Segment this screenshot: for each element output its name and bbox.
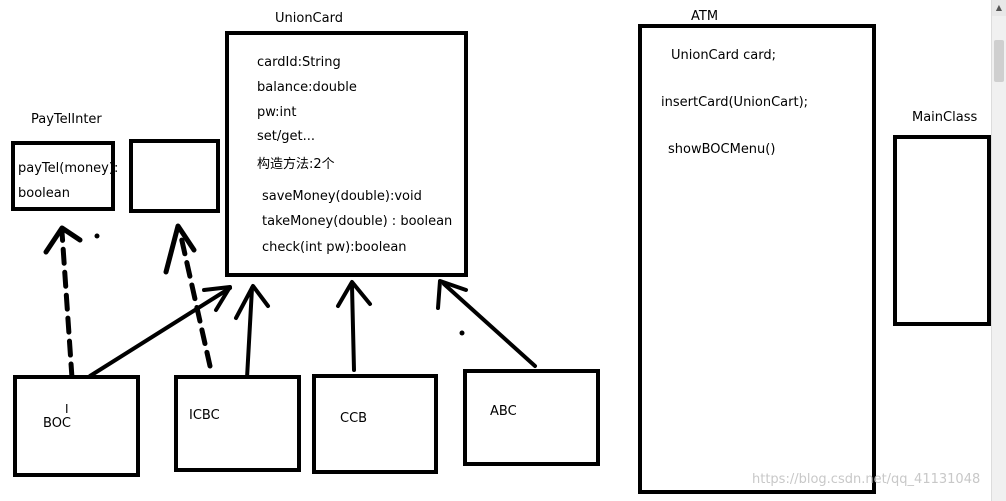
boc-paytelinter-arrowhead xyxy=(43,225,83,255)
scroll-up-arrow-icon[interactable]: ▲ xyxy=(992,0,1006,16)
icbc-box xyxy=(174,375,301,472)
atm-line: showBOCMenu() xyxy=(668,142,776,157)
paytelinter-title: PayTelInter xyxy=(31,112,102,127)
stray-dot xyxy=(459,330,465,336)
boc-to-unioncard-line xyxy=(88,286,232,378)
unioncard-method: saveMoney(double):void xyxy=(262,189,422,204)
unioncard-method: check(int pw):boolean xyxy=(262,240,407,255)
atm-title: ATM xyxy=(691,9,719,24)
text-cursor-icon: I xyxy=(65,402,69,416)
icbc-label: ICBC xyxy=(189,408,220,423)
paytelinter-line: payTel(money): xyxy=(18,161,119,176)
unioncard-title: UnionCard xyxy=(275,11,343,26)
abc-to-unioncard-line xyxy=(442,282,537,368)
vertical-scrollbar[interactable]: ▲ xyxy=(991,0,1006,501)
mainclass-box xyxy=(893,135,991,326)
unioncard-box xyxy=(225,31,468,277)
atm-line: UnionCard card; xyxy=(671,48,776,63)
boc-label: BOC xyxy=(43,416,71,431)
abc-unioncard-arrowhead xyxy=(436,279,468,310)
unioncard-method: takeMoney(double) : boolean xyxy=(262,214,453,229)
paytelinter-line: boolean xyxy=(18,186,70,201)
boc-to-paytelinter-dashed xyxy=(59,229,75,381)
abc-box xyxy=(463,369,600,466)
ccb-label: CCB xyxy=(340,411,368,426)
interface-box-empty xyxy=(129,139,220,213)
stray-dot xyxy=(94,233,100,239)
icbc-unioncard-arrowhead xyxy=(234,284,270,320)
atm-line: insertCard(UnionCart); xyxy=(661,95,809,110)
boc-unioncard-arrowhead xyxy=(202,285,232,312)
unioncard-field: pw:int xyxy=(257,105,297,120)
icbc-interface-arrowhead xyxy=(163,223,197,275)
unioncard-field: 构造方法:2个 xyxy=(257,157,335,172)
boc-box xyxy=(13,375,140,477)
atm-box xyxy=(638,24,876,494)
unioncard-field: cardId:String xyxy=(257,55,341,70)
mainclass-title: MainClass xyxy=(912,110,978,125)
ccb-unioncard-arrowhead xyxy=(336,280,372,308)
icbc-to-unioncard-line xyxy=(245,286,254,380)
scroll-thumb[interactable] xyxy=(994,40,1004,82)
unioncard-field: set/get... xyxy=(257,129,315,144)
abc-label: ABC xyxy=(490,404,517,419)
unioncard-field: balance:double xyxy=(257,80,357,95)
ccb-to-unioncard-line xyxy=(350,284,356,372)
ccb-box xyxy=(312,374,438,474)
paytelinter-box xyxy=(11,141,115,211)
watermark-text: https://blog.csdn.net/qq_41131048 xyxy=(752,472,981,487)
icbc-to-interface-dashed xyxy=(177,229,213,369)
